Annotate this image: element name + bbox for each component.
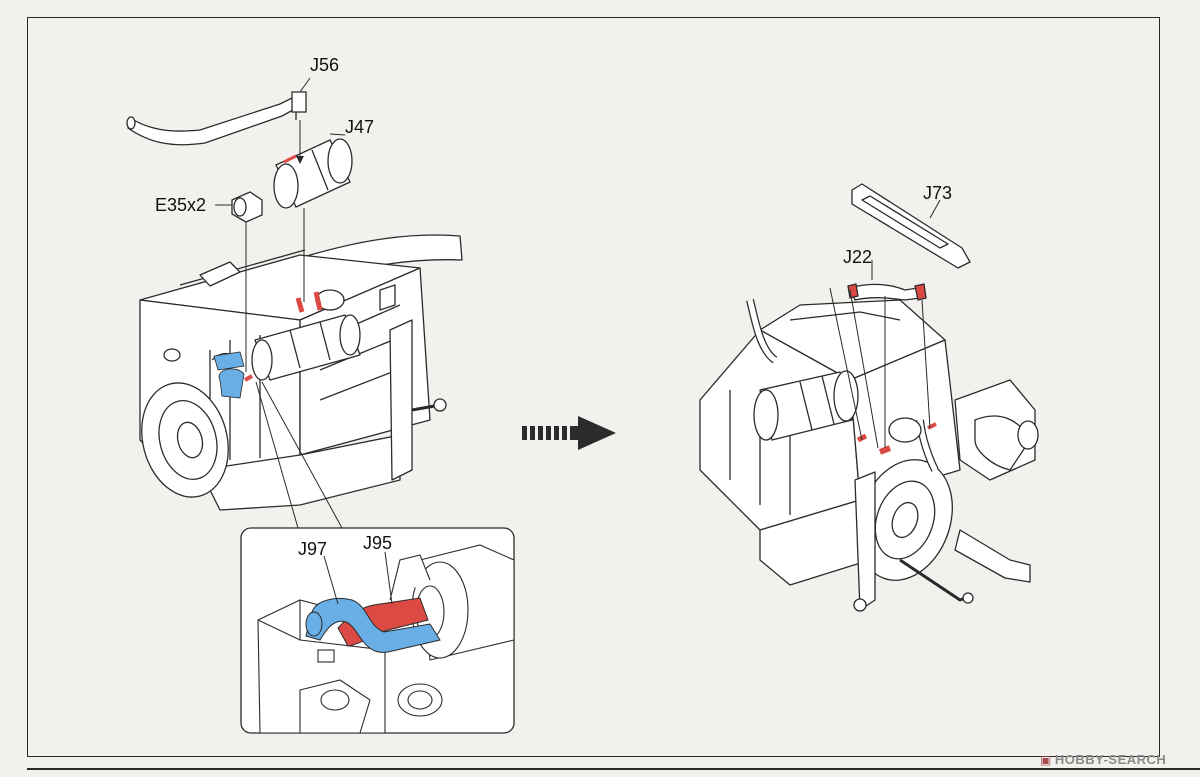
watermark-suffix: SEARCH — [1108, 752, 1167, 767]
left-engine — [139, 234, 463, 511]
label-j47: J47 — [345, 117, 375, 137]
label-j22: J22 — [843, 247, 873, 267]
e35-clamp-part — [231, 191, 263, 223]
right-arrow-icon — [522, 416, 616, 450]
watermark-brand: HOBBY — [1054, 752, 1104, 767]
label-j97: J97 — [298, 539, 328, 559]
j22-hose-part — [847, 283, 927, 301]
label-j56: J56 — [310, 55, 340, 75]
bottom-rule — [27, 768, 1200, 770]
right-engine — [699, 183, 1039, 612]
j47-cylinder-part — [273, 138, 353, 209]
j56-hose-part — [126, 91, 307, 146]
left-blue-parts — [211, 351, 245, 399]
right-callout-lines — [829, 199, 941, 449]
watermark-dash: - — [1103, 752, 1109, 767]
label-j73: J73 — [923, 183, 953, 203]
watermark: ▣HOBBY-SEARCH — [1040, 752, 1166, 767]
label-e35: E35x2 — [155, 195, 207, 215]
left-red-parts — [244, 291, 323, 382]
detail-inset — [240, 527, 515, 734]
instruction-frame — [27, 17, 1160, 757]
label-j95: J95 — [363, 533, 393, 553]
hobby-logo-icon: ▣ — [1040, 753, 1052, 767]
